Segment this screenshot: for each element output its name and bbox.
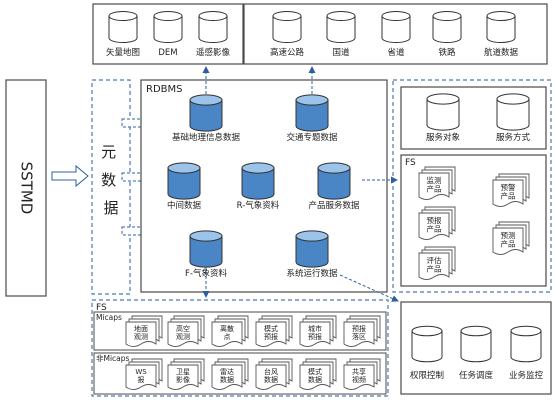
service-container xyxy=(392,79,552,293)
product-left-3-doc-label: 评估产品 xyxy=(427,255,442,274)
product-left-2-doc: 预报产品 xyxy=(418,206,456,240)
connector-arrows xyxy=(202,66,399,302)
service-fs-title: FS xyxy=(405,158,416,168)
traffic-source-5-db: 航道数据 xyxy=(484,11,519,58)
control-item-1-db-label: 权限控制 xyxy=(410,370,444,381)
rdbms-store-2-db-label: 交通专题数据 xyxy=(286,132,338,143)
sstmd-label: SSTMD xyxy=(18,162,36,215)
micaps-doc-2-label: 高空观测 xyxy=(176,324,190,341)
product-left-2-doc-label: 预报产品 xyxy=(427,215,442,234)
rdbms-store-2-db: 交通专题数据 xyxy=(286,94,338,143)
product-right-2-doc: 预测产品 xyxy=(492,221,530,255)
traffic-source-2-db-label: 国道 xyxy=(332,47,350,58)
geo-source-3-db-label: 遥感影像 xyxy=(196,47,231,58)
control-item-1-db: 权限控制 xyxy=(410,325,444,381)
rdbms-store-5-db-label: 产品服务数据 xyxy=(308,200,360,211)
non-micaps-doc-3-label: 雷达数据 xyxy=(220,367,234,384)
traffic-source-4-db-label: 铁路 xyxy=(438,47,456,58)
non-micaps-doc-6-label: 共享视频 xyxy=(352,367,366,384)
rdbms-store-7-db: 系统运行数据 xyxy=(286,230,338,279)
hollow-arrow-sstmd xyxy=(51,164,89,188)
control-item-2-db-label: 任务调度 xyxy=(459,370,494,381)
micaps-doc-6: 预报落区 xyxy=(343,315,381,347)
rdbms-store-1-db-label: 基础地理信息数据 xyxy=(172,132,241,143)
non-micaps-label: 非Micaps xyxy=(96,353,130,363)
product-right-1-doc-label: 预警产品 xyxy=(501,182,516,201)
non-micaps-doc-4: 台风数据 xyxy=(255,358,293,390)
rdbms-store-5-db: 产品服务数据 xyxy=(308,162,360,211)
rdbms-store-3-db-label: 中间数据 xyxy=(167,200,202,211)
non-micaps-doc-5-label: 模式数据 xyxy=(308,367,322,384)
non-micaps-doc-2: 卫星影像 xyxy=(167,358,205,390)
traffic-source-1-db: 高速公路 xyxy=(270,11,305,58)
product-left-1-doc-label: 监测产品 xyxy=(427,175,442,194)
rdbms-store-7-db-label: 系统运行数据 xyxy=(286,268,338,279)
micaps-doc-1: 地面观测 xyxy=(125,315,163,347)
non-micaps-doc-4-label: 台风数据 xyxy=(264,367,278,384)
micaps-doc-4: 模式预报 xyxy=(255,315,293,347)
rdbms-title: RDBMS xyxy=(146,84,182,95)
micaps-doc-6-label: 预报落区 xyxy=(352,324,366,341)
metadata-label: 元 数 据 xyxy=(101,143,121,217)
micaps-doc-3: 离散点 xyxy=(211,315,249,347)
rdbms-store-6-db-label: F-气象资料 xyxy=(185,268,227,279)
traffic-source-3-db-label: 省道 xyxy=(387,47,405,58)
service-item-2-db: 服务方式 xyxy=(496,93,531,143)
control-item-2-db: 任务调度 xyxy=(459,325,494,381)
arrow-sysrun-to-control xyxy=(339,274,399,302)
rdbms-store-3-db: 中间数据 xyxy=(167,162,202,211)
geo-source-1-db-label: 矢量地图 xyxy=(106,47,140,58)
traffic-source-1-db-label: 高速公路 xyxy=(270,47,305,58)
micaps-doc-4-label: 模式预报 xyxy=(264,324,278,341)
micaps-doc-5: 城市预报 xyxy=(299,315,337,347)
traffic-source-2-db: 国道 xyxy=(326,11,356,58)
geo-source-2-db: DEM xyxy=(153,11,183,58)
micaps-doc-1-label: 地面观测 xyxy=(134,324,148,341)
fs-bottom-title: FS xyxy=(96,303,107,313)
geo-source-3-db: 遥感影像 xyxy=(196,11,231,58)
rdbms-store-1-db: 基础地理信息数据 xyxy=(172,94,241,143)
micaps-doc-2: 高空观测 xyxy=(167,315,205,347)
product-right-2-doc-label: 预测产品 xyxy=(501,230,516,249)
sstmd-box xyxy=(5,79,47,297)
geo-source-1-db: 矢量地图 xyxy=(106,11,140,58)
product-right-1-doc: 预警产品 xyxy=(492,173,530,207)
rdbms-store-6-db: F-气象资料 xyxy=(185,230,227,279)
non-micaps-doc-6: 共享视频 xyxy=(343,358,381,390)
non-micaps-doc-2-label: 卫星影像 xyxy=(176,368,190,384)
service-item-1-db-label: 服务对象 xyxy=(426,132,461,143)
control-item-3-db: 业务监控 xyxy=(509,325,544,381)
traffic-source-5-db-label: 航道数据 xyxy=(484,47,519,58)
rdbms-store-4-db: R-气象资料 xyxy=(237,162,280,211)
rdbms-store-4-db-label: R-气象资料 xyxy=(237,200,280,211)
service-item-2-db-label: 服务方式 xyxy=(496,132,531,143)
product-left-1-doc: 监测产品 xyxy=(418,166,456,200)
non-micaps-doc-3: 雷达数据 xyxy=(211,358,249,390)
fs-bottom-container xyxy=(91,299,389,397)
micaps-doc-5-label: 城市预报 xyxy=(308,324,322,341)
micaps-doc-3-label: 离散点 xyxy=(220,324,234,341)
service-item-1-db: 服务对象 xyxy=(426,93,461,143)
traffic-source-4-db: 铁路 xyxy=(432,11,462,58)
product-left-3-doc: 评估产品 xyxy=(418,246,456,280)
micaps-label: Micaps xyxy=(96,313,122,322)
non-micaps-doc-5: 模式数据 xyxy=(299,358,337,390)
geo-source-2-db-label: DEM xyxy=(158,48,177,58)
traffic-source-3-db: 省道 xyxy=(381,11,411,58)
control-item-3-db-label: 业务监控 xyxy=(509,370,544,381)
